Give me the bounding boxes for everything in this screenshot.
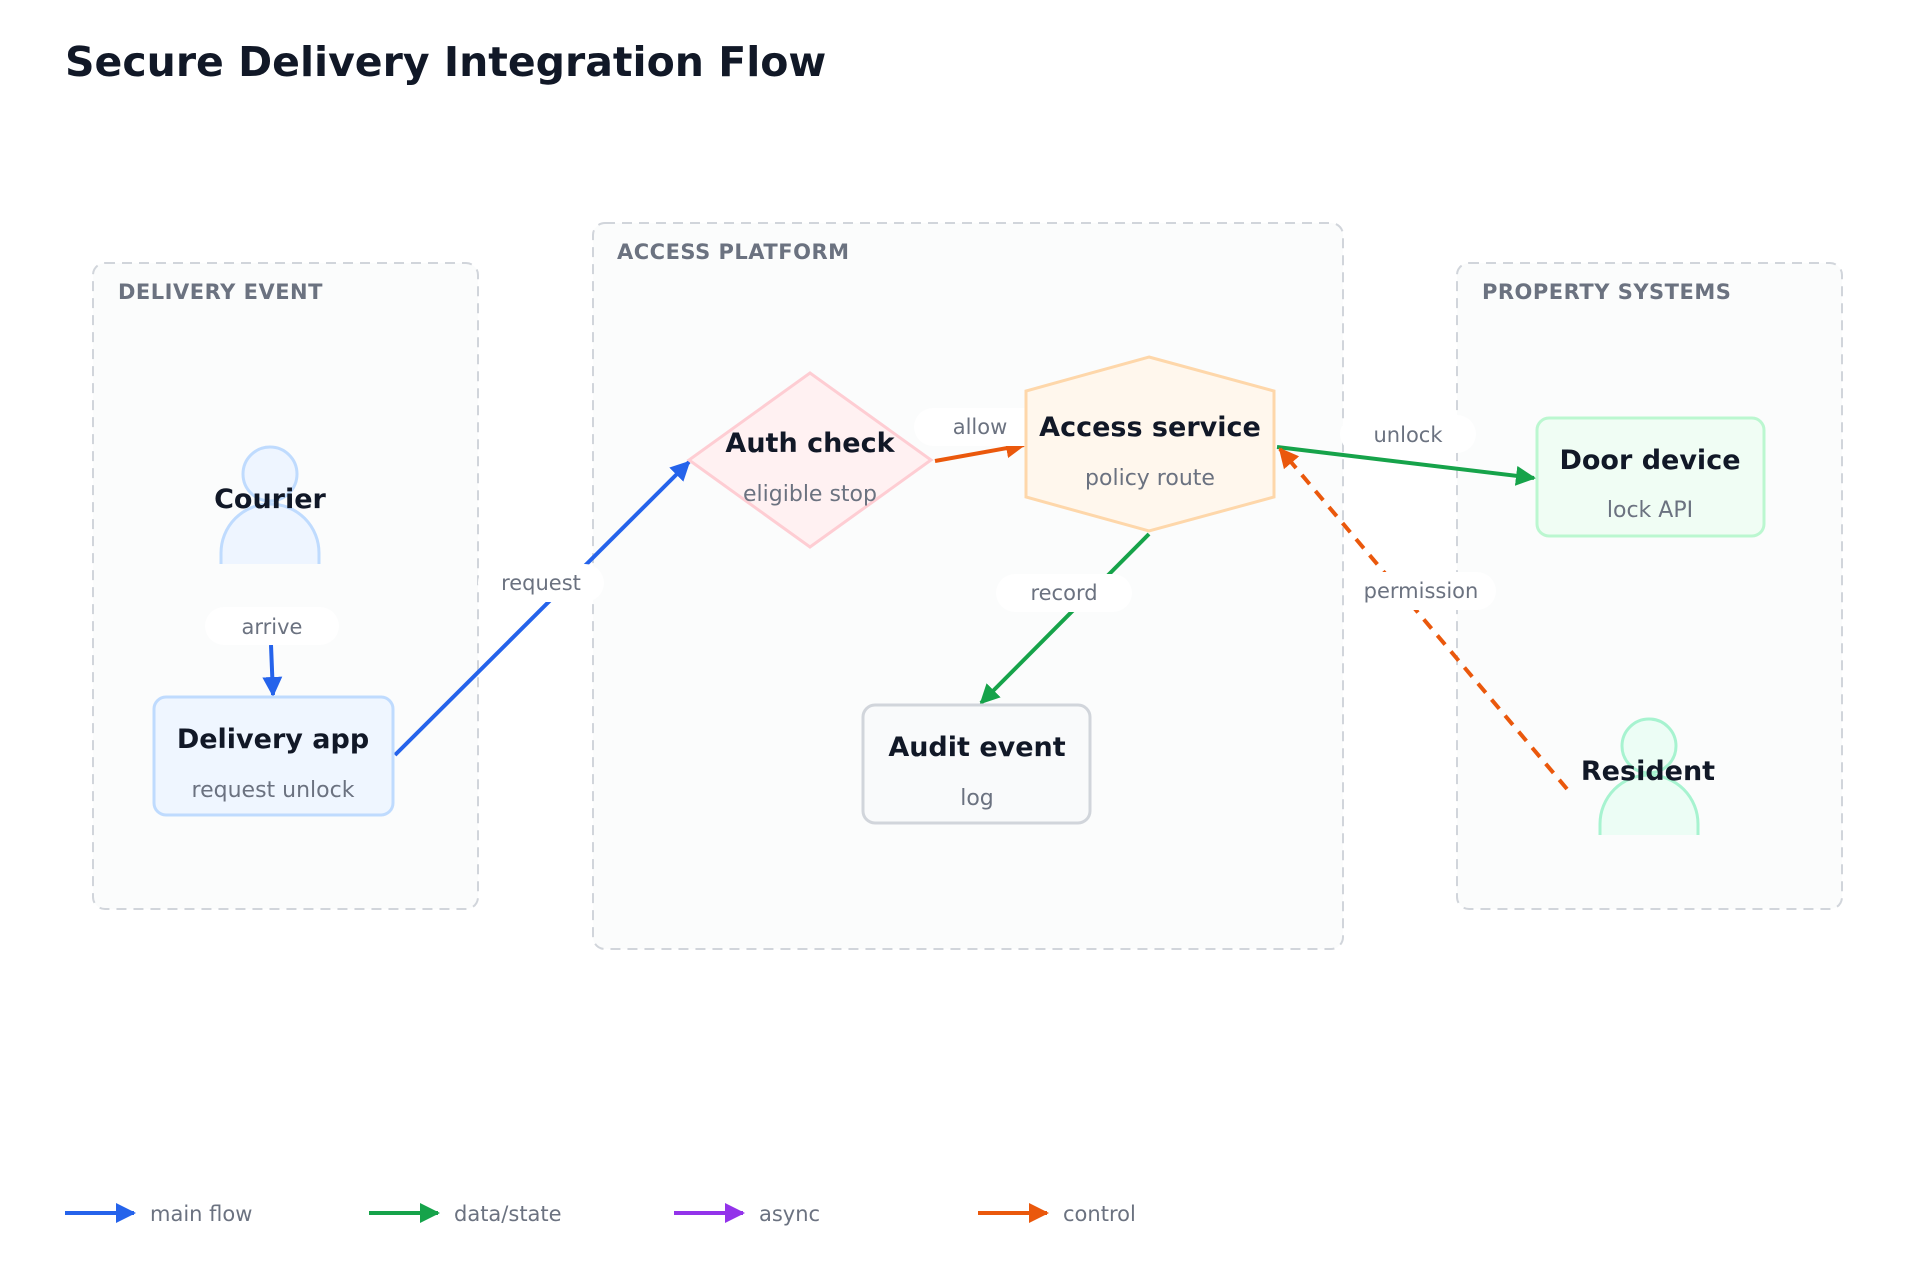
edge-arrive: arrive — [205, 607, 339, 697]
node-title-auth-check: Auth check — [725, 428, 895, 459]
node-auth-check: Auth check eligible stop — [686, 371, 934, 549]
edge-unlock: unlock — [1276, 415, 1536, 486]
legend-label-main-flow: main flow — [150, 1202, 252, 1226]
edge-label-allow: allow — [953, 415, 1008, 439]
node-door-device: Door device lock API — [1535, 416, 1766, 538]
legend-label-data-state: data/state — [454, 1202, 562, 1226]
edge-label-unlock: unlock — [1373, 423, 1443, 447]
legend-item-control: control — [978, 1202, 1136, 1226]
group-label-property-systems: PROPERTY SYSTEMS — [1482, 280, 1731, 304]
node-sub-audit-event: log — [960, 786, 994, 811]
node-sub-auth-check: eligible stop — [743, 482, 877, 507]
edge-label-permission: permission — [1364, 579, 1479, 603]
node-access-service: Access service policy route — [1024, 355, 1276, 533]
node-title-delivery-app: Delivery app — [177, 724, 369, 755]
node-title-audit-event: Audit event — [888, 732, 1065, 763]
edge-label-request: request — [501, 571, 581, 595]
node-delivery-app: Delivery app request unlock — [152, 695, 395, 817]
node-audit-event: Audit event log — [861, 703, 1092, 825]
node-title-resident: Resident — [1581, 756, 1715, 787]
group-label-access-platform: ACCESS PLATFORM — [617, 240, 850, 264]
node-title-door-device: Door device — [1559, 445, 1740, 476]
node-sub-access-service: policy route — [1085, 466, 1215, 491]
legend-item-main-flow: main flow — [65, 1202, 252, 1226]
legend: main flow data/state async control — [65, 1202, 1136, 1226]
edge-permission: permission — [1278, 447, 1569, 791]
group-access-platform: ACCESS PLATFORM — [592, 222, 1344, 950]
diagram-title: Secure Delivery Integration Flow — [65, 38, 826, 86]
node-sub-door-device: lock API — [1607, 498, 1693, 523]
node-title-courier: Courier — [214, 484, 326, 515]
legend-label-async: async — [759, 1202, 820, 1226]
edge-label-arrive: arrive — [242, 615, 303, 639]
group-label-delivery-event: DELIVERY EVENT — [118, 280, 323, 304]
edge-allow: allow — [914, 408, 1046, 463]
node-resident: Resident — [1581, 717, 1715, 835]
node-courier: Courier — [214, 445, 327, 564]
legend-item-data-state: data/state — [369, 1202, 562, 1226]
edge-record: record — [979, 532, 1151, 705]
edge-request: request — [393, 460, 691, 757]
node-sub-delivery-app: request unlock — [192, 778, 355, 803]
edge-label-record: record — [1030, 581, 1097, 605]
legend-label-control: control — [1063, 1202, 1136, 1226]
person-icon — [1598, 717, 1700, 835]
person-icon — [219, 445, 321, 564]
node-title-access-service: Access service — [1039, 412, 1261, 443]
legend-item-async: async — [674, 1202, 820, 1226]
